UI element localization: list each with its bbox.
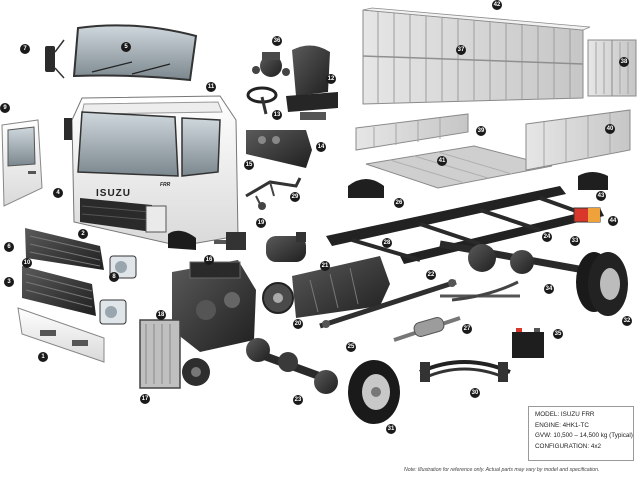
callout-22: 22 xyxy=(426,270,436,280)
shift-linkage xyxy=(245,177,302,210)
callout-19: 19 xyxy=(256,218,266,228)
headlamp xyxy=(99,255,137,325)
callout-11: 11 xyxy=(206,82,216,92)
callout-24: 24 xyxy=(542,232,552,242)
callout-21: 21 xyxy=(320,261,330,271)
callout-20: 20 xyxy=(293,319,303,329)
callout-30: 30 xyxy=(470,388,480,398)
leaf-spring xyxy=(419,360,511,382)
cab-door xyxy=(1,119,43,207)
callout-27: 27 xyxy=(462,324,472,334)
dashboard xyxy=(246,130,312,168)
callout-32: 32 xyxy=(622,316,632,326)
callout-37: 37 xyxy=(456,45,466,55)
callout-8: 8 xyxy=(109,272,119,282)
callout-17: 17 xyxy=(140,394,150,404)
rear-dual-wheel xyxy=(576,252,628,316)
fuel-filter xyxy=(266,232,306,262)
cargo-rear-doors xyxy=(587,39,637,97)
front-grille xyxy=(25,228,104,270)
disclaimer-note: Note: Illustration for reference only. A… xyxy=(404,467,600,473)
spec-gvw: GVW: 10,500 – 14,500 kg (Typical) xyxy=(535,432,633,439)
cargo-floor xyxy=(365,145,553,189)
callout-26: 26 xyxy=(394,198,404,208)
callout-1: 1 xyxy=(38,352,48,362)
callout-5: 5 xyxy=(121,42,131,52)
callout-43: 43 xyxy=(596,191,606,201)
callout-36: 36 xyxy=(272,36,282,46)
front-axle xyxy=(246,338,338,394)
callout-7: 7 xyxy=(20,44,30,54)
rear-mudguard xyxy=(578,172,608,190)
front-bumper xyxy=(17,307,105,363)
callout-4: 4 xyxy=(53,188,63,198)
front-wheel xyxy=(348,360,400,424)
tail-lamp xyxy=(573,207,601,223)
air-pipe xyxy=(451,280,519,302)
callout-16: 16 xyxy=(204,255,214,265)
windshield xyxy=(72,24,198,82)
callout-29: 29 xyxy=(290,192,300,202)
lower-grille xyxy=(22,266,96,316)
cab-brand-text: ISUZU xyxy=(96,188,131,199)
callout-25: 25 xyxy=(346,342,356,352)
callout-9: 9 xyxy=(0,103,10,113)
callout-14: 14 xyxy=(316,142,326,152)
cargo-box xyxy=(362,7,591,105)
callout-18: 18 xyxy=(156,310,166,320)
callout-41: 41 xyxy=(437,156,447,166)
callout-38: 38 xyxy=(619,57,629,67)
callout-31: 31 xyxy=(386,424,396,434)
callout-23: 23 xyxy=(293,395,303,405)
callout-39: 39 xyxy=(476,126,486,136)
callout-3: 3 xyxy=(4,277,14,287)
driver-seat xyxy=(286,45,338,120)
steering-gear xyxy=(252,52,290,77)
spec-engine: ENGINE: 4HK1-TC xyxy=(535,421,589,429)
callout-10: 10 xyxy=(22,258,32,268)
callout-33: 33 xyxy=(570,236,580,246)
callout-34: 34 xyxy=(544,284,554,294)
cab-model-badge: FRR xyxy=(160,182,171,188)
callout-2: 2 xyxy=(78,229,88,239)
drive-shaft xyxy=(319,279,457,329)
side-mirror xyxy=(45,39,65,79)
callout-12: 12 xyxy=(326,74,336,84)
callout-42: 42 xyxy=(492,0,502,10)
truck-cab xyxy=(64,95,239,250)
steering-wheel xyxy=(246,86,278,115)
spec-box: MODEL: ISUZU FRR ENGINE: 4HK1-TC GVW: 10… xyxy=(528,406,634,461)
transmission xyxy=(292,256,390,318)
callout-6: 6 xyxy=(4,242,14,252)
steering-pump xyxy=(214,232,246,250)
radiator xyxy=(139,319,181,389)
callout-40: 40 xyxy=(605,124,615,134)
battery xyxy=(512,328,544,358)
callout-13: 13 xyxy=(272,110,282,120)
callout-44: 44 xyxy=(608,216,618,226)
spec-model: MODEL: ISUZU FRR xyxy=(535,411,595,418)
mudguard xyxy=(348,179,384,198)
exhaust-muffler xyxy=(393,294,520,342)
cargo-tailgate xyxy=(525,109,631,171)
callout-28: 28 xyxy=(382,238,392,248)
cooling-fan xyxy=(182,358,210,386)
rear-axle xyxy=(439,240,585,274)
callout-15: 15 xyxy=(244,160,254,170)
spec-configuration: CONFIGURATION: 4x2 xyxy=(535,442,602,450)
engine xyxy=(172,260,256,352)
callout-35: 35 xyxy=(553,329,563,339)
cargo-side-panel xyxy=(355,113,469,151)
clutch-disc xyxy=(262,282,294,314)
